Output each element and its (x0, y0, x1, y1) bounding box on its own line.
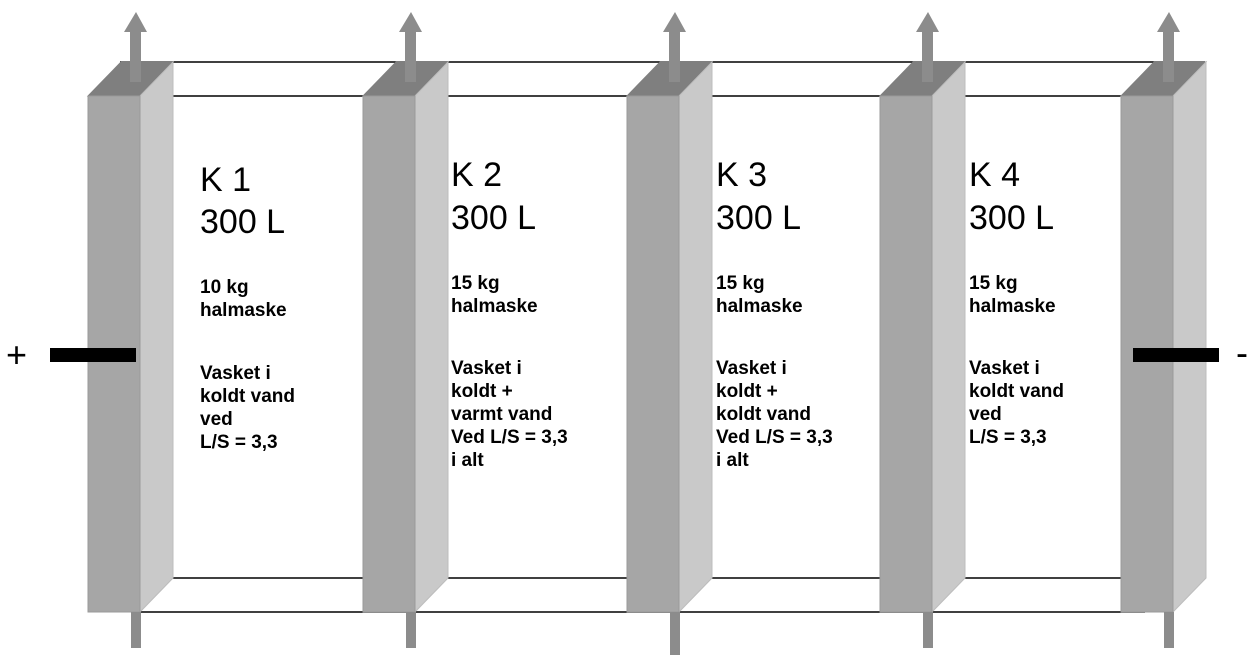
membrane-2-side (414, 60, 449, 614)
cathode-bar (1133, 348, 1219, 362)
inlet-pipe-3 (670, 612, 680, 655)
outlet-arrow-4-head (916, 12, 939, 32)
inlet-pipe-4 (923, 612, 933, 648)
chamber-k4-volume: 300 L (969, 199, 1055, 237)
inlet-pipe-2 (406, 612, 416, 648)
chamber-k1-treatment: Vasket i koldt vand ved L/S = 3,3 (200, 363, 296, 453)
anode-bar (50, 348, 136, 362)
chamber-k3-volume: 300 L (716, 199, 802, 237)
chamber-k3-mass: 15 kg halmaske (716, 273, 803, 317)
outlet-arrow-3-shaft (669, 30, 680, 82)
membrane-4-side (931, 60, 966, 614)
chamber-k1-volume: 300 L (200, 203, 286, 241)
outlet-arrow-5-head (1157, 12, 1180, 32)
chamber-k2-id: K 2 (451, 156, 503, 194)
outlet-arrow-5-shaft (1163, 30, 1174, 82)
outlet-arrows (124, 12, 1180, 82)
membrane-2-front (362, 95, 416, 613)
outlet-arrow-2-head (399, 12, 422, 32)
chamber-k4-treatment: Vasket i koldt vand ved L/S = 3,3 (969, 358, 1065, 448)
membrane-1-side (139, 60, 174, 614)
outlet-arrow-2-shaft (405, 30, 416, 82)
membranes (86, 60, 1208, 614)
membrane-4-front (879, 95, 933, 613)
negative-electrode-label: - (1236, 332, 1248, 373)
outlet-arrow-1-head (124, 12, 147, 32)
chamber-k2-mass: 15 kg halmaske (451, 273, 538, 317)
chamber-k4-id: K 4 (969, 156, 1021, 194)
inlet-pipe-5 (1164, 612, 1174, 648)
outlet-arrow-4-shaft (922, 30, 933, 82)
chamber-k3-treatment: Vasket i koldt + koldt vand Ved L/S = 3,… (716, 358, 833, 471)
outlet-arrow-1-shaft (130, 30, 141, 82)
membrane-5-side (1172, 60, 1207, 614)
positive-electrode-label: + (6, 334, 28, 375)
chamber-k3-id: K 3 (716, 156, 768, 194)
membrane-3-side (678, 60, 713, 614)
outlet-arrow-3-head (663, 12, 686, 32)
chamber-k4-mass: 15 kg halmaske (969, 273, 1056, 317)
inlet-pipes (131, 612, 1174, 655)
inlet-pipe-1 (131, 612, 141, 648)
chamber-k2-treatment: Vasket i koldt + varmt vand Ved L/S = 3,… (451, 358, 568, 471)
membrane-3-front (626, 95, 680, 613)
chamber-k1-mass: 10 kg halmaske (200, 277, 287, 321)
chamber-k1-id: K 1 (200, 161, 252, 199)
chamber-k2-volume: 300 L (451, 199, 537, 237)
